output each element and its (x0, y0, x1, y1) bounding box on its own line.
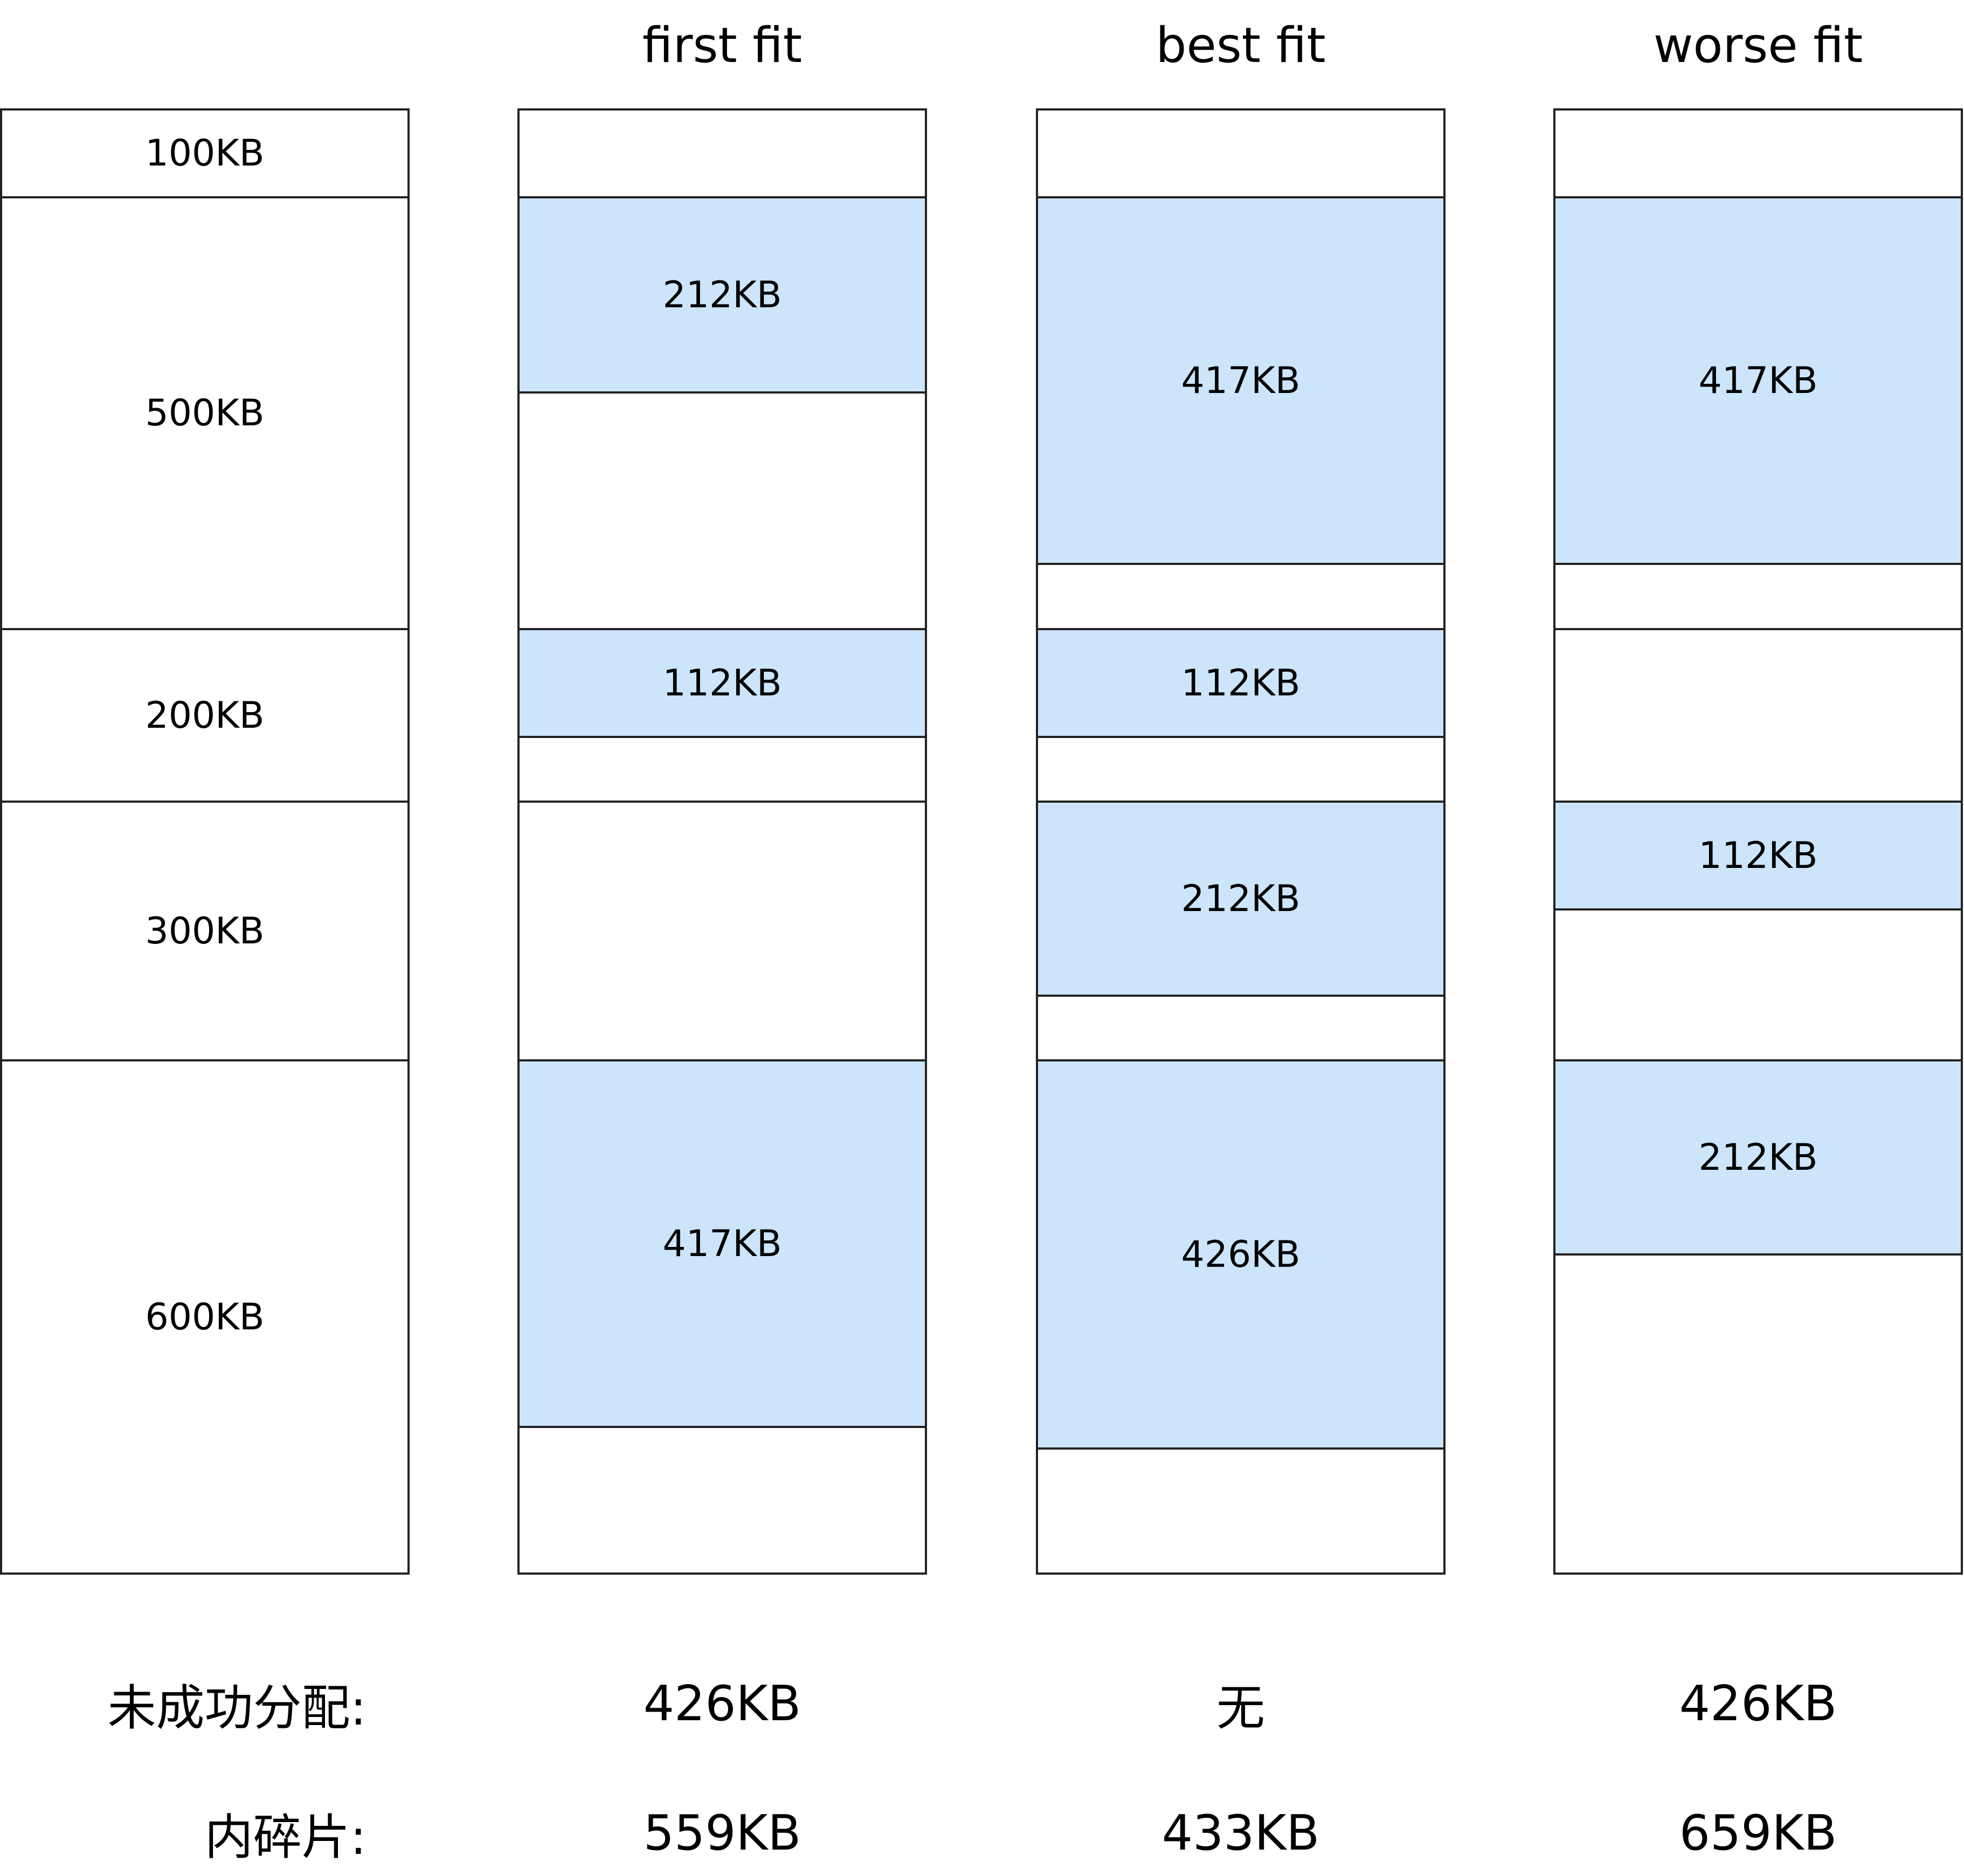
allocation-divider (1038, 736, 1443, 738)
partition-divider (520, 628, 925, 630)
partition-divider (1038, 1059, 1443, 1061)
partition-300kb: 300KB (145, 909, 265, 953)
allocated-block: 417KB (520, 1061, 925, 1426)
unallocated-label: 未成功分配: (107, 1680, 366, 1736)
allocated-block: 417KB (1038, 198, 1443, 563)
first-fit-unallocated: 426KB (643, 1675, 801, 1732)
allocation-divider (1555, 908, 1961, 911)
partition-divider (2, 196, 407, 198)
allocated-block: 112KB (1555, 803, 1961, 908)
allocated-block: 112KB (1038, 630, 1443, 736)
allocated-block: 112KB (520, 630, 925, 736)
best-fit-unallocated: 无 (1216, 1680, 1265, 1736)
partition-divider (2, 628, 407, 630)
allocation-divider (520, 391, 925, 394)
first-fit-column: 212KB 112KB 417KB (517, 108, 927, 1575)
allocation-divider (1038, 563, 1443, 565)
best-fit-fragment: 433KB (1161, 1804, 1320, 1861)
partition-divider (2, 801, 407, 803)
partition-100kb: 100KB (145, 132, 265, 175)
partition-divider (1555, 196, 1961, 198)
worse-fit-unallocated: 426KB (1679, 1675, 1837, 1732)
partition-200kb: 200KB (145, 694, 265, 737)
best-fit-column: 417KB 112KB 212KB 426KB (1036, 108, 1446, 1575)
allocation-divider (1038, 1447, 1443, 1450)
partition-divider (520, 801, 925, 803)
partition-600kb: 600KB (145, 1295, 265, 1339)
partition-divider (1038, 801, 1443, 803)
worse-fit-fragment: 659KB (1679, 1804, 1837, 1861)
partition-500kb: 500KB (145, 392, 265, 434)
worse-fit-title: worse fit (1653, 17, 1863, 74)
allocated-block: 212KB (1555, 1061, 1961, 1253)
allocated-block: 212KB (520, 198, 925, 391)
allocated-block: 417KB (1555, 198, 1961, 563)
worse-fit-column: 417KB 112KB 212KB (1553, 108, 1963, 1575)
partition-divider (2, 1059, 407, 1061)
partition-divider (1555, 1059, 1961, 1061)
allocated-block: 212KB (1038, 803, 1443, 995)
memory-partitions-column: 100KB 500KB 200KB 300KB 600KB (0, 108, 410, 1575)
first-fit-fragment: 559KB (643, 1804, 801, 1861)
partition-divider (520, 1059, 925, 1061)
allocation-divider (1555, 563, 1961, 565)
first-fit-title: first fit (642, 17, 803, 74)
allocated-block: 426KB (1038, 1061, 1443, 1447)
partition-divider (1038, 196, 1443, 198)
best-fit-title: best fit (1156, 17, 1326, 74)
allocation-divider (520, 736, 925, 738)
partition-divider (1555, 801, 1961, 803)
partition-divider (1038, 628, 1443, 630)
allocation-divider (520, 1426, 925, 1428)
fragment-label: 内碎片: (204, 1809, 366, 1866)
allocation-divider (1555, 1253, 1961, 1256)
allocation-divider (1038, 995, 1443, 997)
partition-divider (520, 196, 925, 198)
partition-divider (1555, 628, 1961, 630)
